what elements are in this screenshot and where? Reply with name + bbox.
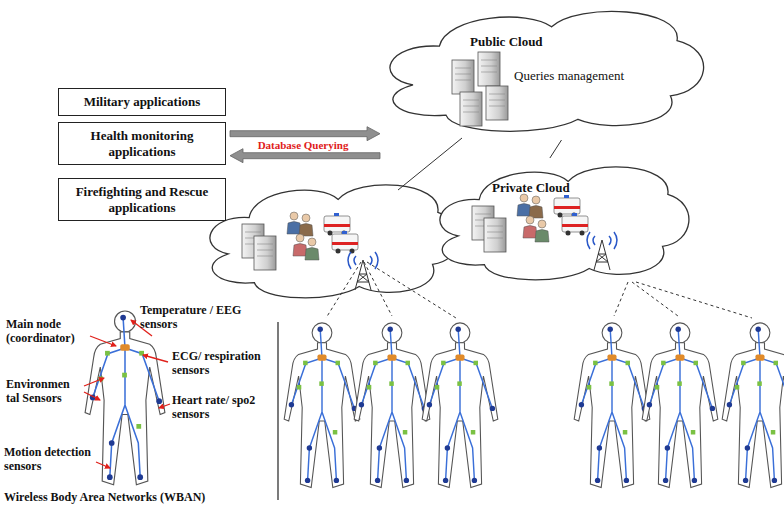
leader-arrows: [84, 320, 170, 468]
human-figure: [354, 323, 430, 488]
cloud-node: Public CloudQueries management: [380, 2, 710, 140]
wireless-link: [326, 262, 456, 318]
sensor-label: Environmen tal Sensors: [6, 378, 82, 406]
connector: [550, 140, 562, 158]
cloud-title: Private Cloud: [492, 180, 570, 196]
figure-caption: Wireless Body Area Networks (WBAN): [4, 491, 205, 505]
human-figure: [642, 323, 718, 488]
sensor-label: Motion detection sensors: [4, 446, 96, 474]
human-figure: [422, 323, 498, 488]
application-box: Health monitoring applications: [58, 122, 226, 165]
wireless-link: [614, 282, 752, 318]
edge-label: Database Querying: [256, 139, 351, 151]
node-text: Queries management: [514, 68, 624, 84]
application-box: Firefighting and Rescue applications: [58, 178, 226, 221]
node-text: Military applications: [65, 94, 219, 110]
node-text: Health monitoring applications: [65, 128, 219, 159]
application-box: Military applications: [58, 88, 226, 116]
sensor-label: Main node (coordinator): [6, 318, 90, 346]
human-figure: [574, 323, 650, 488]
sensor-label: Heart rate/ spo2 sensors: [172, 394, 272, 422]
cloud-outline: [432, 158, 694, 288]
separator: [277, 322, 278, 500]
sensor-label: ECG/ respiration sensors: [172, 350, 272, 378]
connector: [230, 149, 380, 163]
sensor-label: Temperature / EEG sensors: [140, 304, 262, 332]
cloud-link: [398, 138, 462, 190]
human-figure: [722, 323, 784, 488]
node-text: Firefighting and Rescue applications: [65, 184, 219, 215]
cloud-title: Public Cloud: [470, 34, 543, 50]
human-figure: [284, 323, 360, 488]
cloud-node: Private Cloud: [432, 158, 694, 288]
